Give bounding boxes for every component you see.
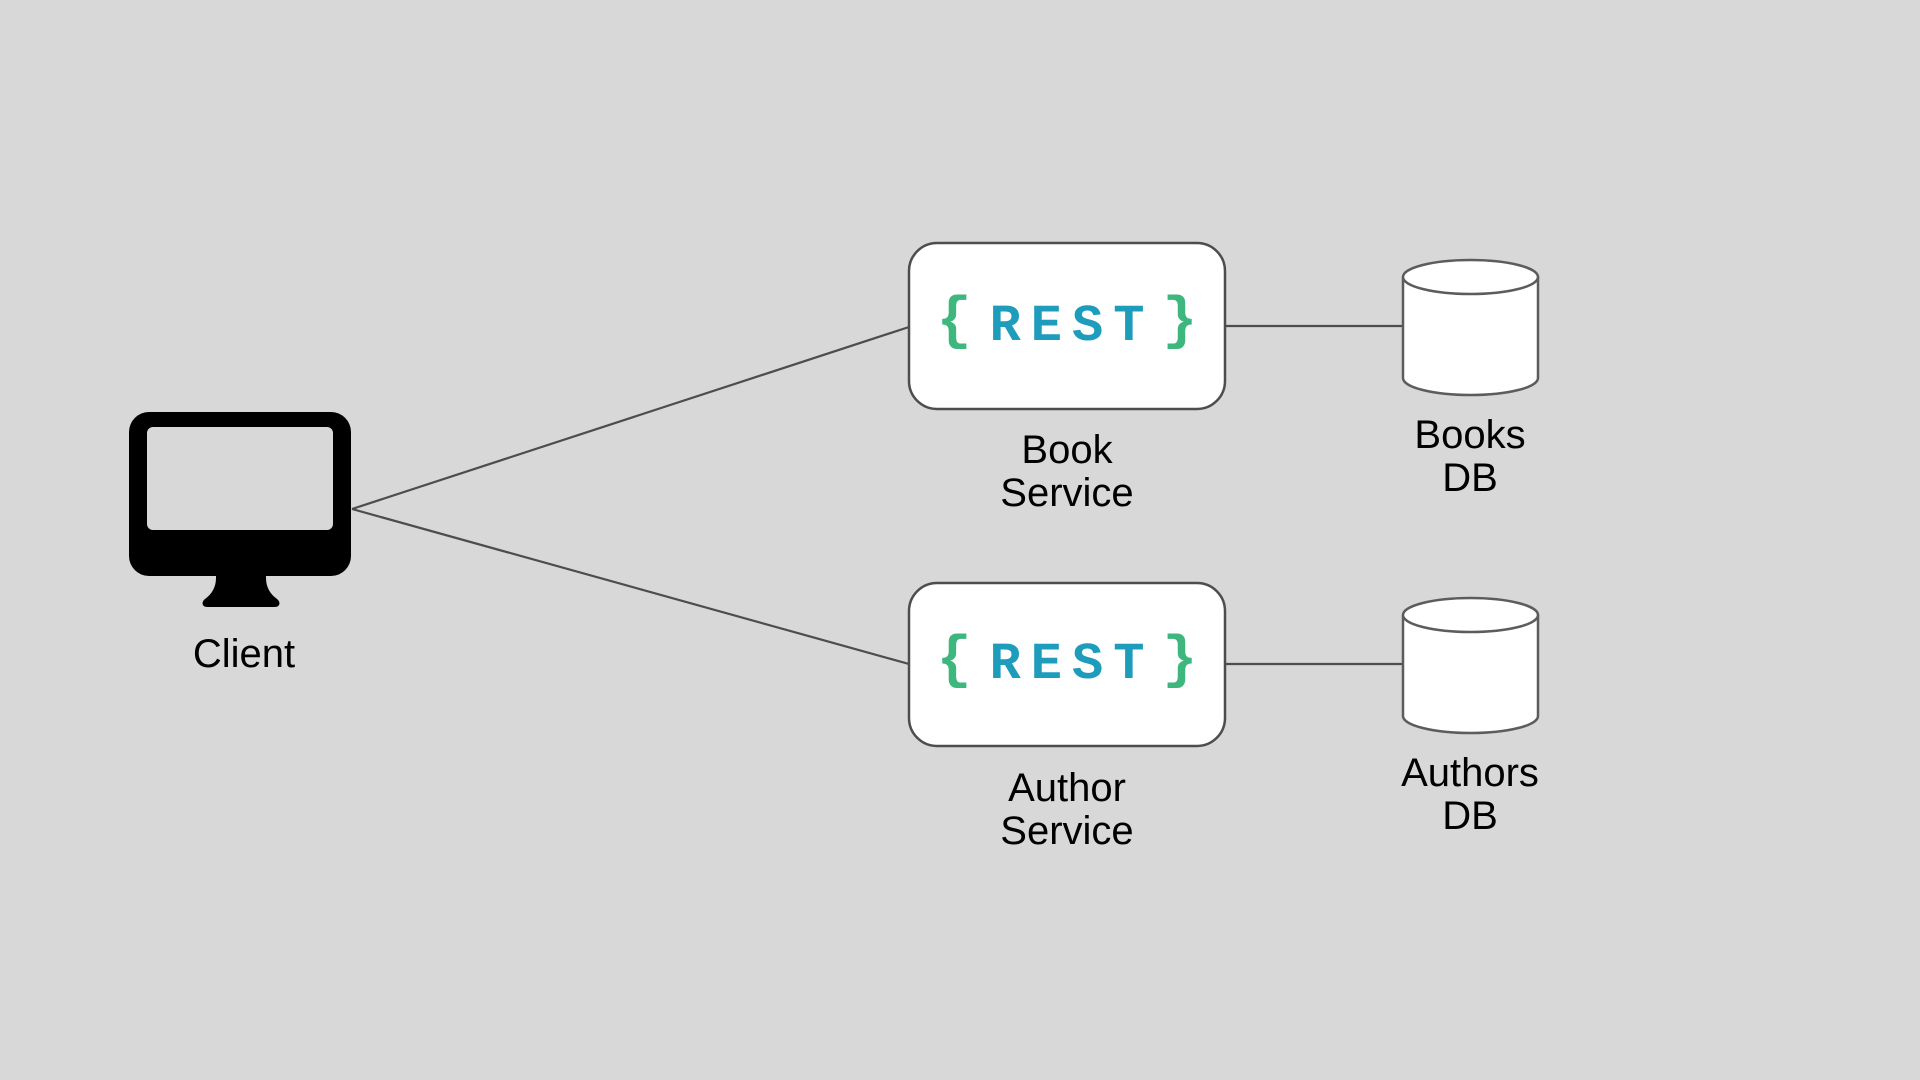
connector-client-to-author-service — [351, 507, 910, 666]
open-brace: { — [936, 290, 972, 355]
author-service-label-line2: Service — [1000, 809, 1134, 853]
monitor-stand — [202, 572, 280, 607]
books-db-label-line2: DB — [1442, 456, 1498, 500]
books-db-cylinder-body — [1401, 277, 1540, 397]
books-db-cylinder-icon — [1401, 258, 1540, 397]
book-service-rest-badge: { REST } — [909, 243, 1225, 409]
client-label: Client — [94, 633, 394, 676]
open-brace: { — [936, 628, 972, 694]
authors-db-cylinder-top — [1401, 596, 1540, 634]
book-service-node — [907, 241, 1227, 411]
book-service-label-line2: Service — [1000, 471, 1134, 515]
close-brace: } — [1162, 628, 1198, 694]
authors-db-label-line1: Authors — [1401, 751, 1539, 795]
authors-db-cylinder-body — [1401, 615, 1540, 735]
connector-client-to-book-service — [351, 325, 910, 511]
authors-db-label-line2: DB — [1442, 794, 1498, 838]
books-db-label-line1: Books — [1414, 413, 1526, 457]
close-brace: } — [1162, 290, 1198, 355]
monitor-icon — [129, 412, 351, 607]
books-db-cylinder-top — [1401, 258, 1540, 296]
authors-db-cylinder-icon — [1401, 596, 1540, 735]
client-label-text: Client — [192, 632, 296, 676]
book-service-label-line1: Book — [1021, 428, 1113, 472]
author-service-node — [907, 581, 1227, 748]
monitor-screen — [147, 427, 333, 530]
author-service-rest-badge: { REST } — [909, 583, 1225, 746]
rest-label: REST — [989, 635, 1155, 694]
rest-label: REST — [989, 296, 1155, 356]
author-service-label-line1: Author — [1008, 766, 1126, 810]
